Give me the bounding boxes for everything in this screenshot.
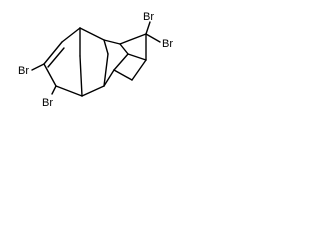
bond <box>113 69 133 81</box>
bond <box>131 59 147 81</box>
bond <box>119 33 147 45</box>
bond <box>113 53 129 71</box>
bond-lines <box>31 21 161 97</box>
atom-label-br: Br <box>18 65 29 77</box>
double-bond-inner <box>47 47 65 68</box>
bond <box>119 43 129 55</box>
bond <box>145 21 151 35</box>
bond <box>103 69 115 87</box>
bond <box>61 27 81 43</box>
bond <box>43 41 63 65</box>
bond <box>55 85 83 97</box>
bond <box>145 33 161 43</box>
bond <box>79 55 83 97</box>
bond <box>31 63 45 71</box>
bond <box>127 53 147 61</box>
bond <box>51 85 57 95</box>
bond <box>79 27 105 41</box>
bond <box>43 63 57 87</box>
atom-label-br: Br <box>42 97 53 109</box>
chemical-structure: Br Br Br Br <box>18 11 173 109</box>
atom-label-br: Br <box>143 11 154 23</box>
bond <box>103 39 121 45</box>
bond <box>103 53 109 87</box>
atom-label-br: Br <box>162 38 173 50</box>
bond <box>81 85 105 97</box>
bond <box>103 39 109 55</box>
